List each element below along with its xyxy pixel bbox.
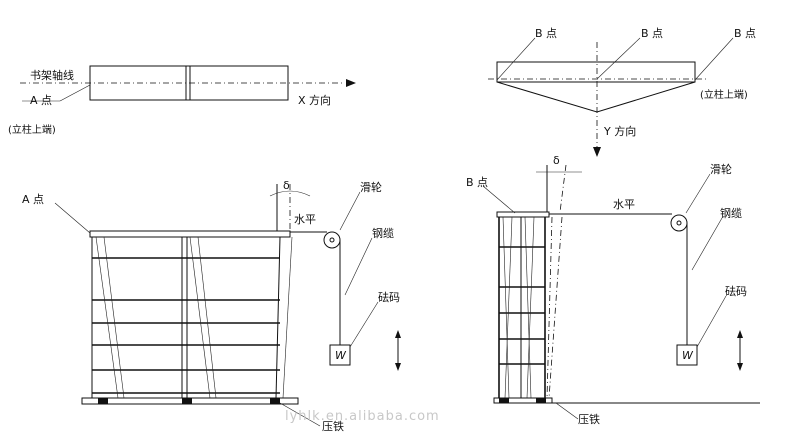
bottom-right-elevation: B 点 δ 水平 滑轮 钢缆 砝码 W 压铁: [466, 154, 760, 426]
point-b-leader-side: [482, 185, 516, 214]
press-iron-block: [270, 398, 280, 404]
weight-label: 砝码: [378, 290, 400, 304]
x-direction-label: X 方向: [298, 93, 331, 107]
top-plate: [89, 230, 291, 238]
point-b-left-label: B 点: [535, 27, 557, 40]
column: [275, 236, 281, 399]
point-a-leader: [59, 84, 91, 102]
delta-label-side: δ: [553, 154, 560, 167]
deflected-column: [103, 236, 125, 399]
side-deflected: [524, 216, 532, 399]
column-top-label: (立柱上端): [8, 123, 56, 136]
bottom-left-elevation: A 点 δ 水平 滑轮 钢缆 砝码 W 压铁: [22, 179, 401, 433]
point-b-mid-label: B 点: [641, 27, 663, 40]
point-b-right-label: B 点: [734, 27, 756, 40]
side-deflected: [548, 216, 563, 399]
side-deflected: [546, 216, 553, 399]
point-a-label-b: A 点: [22, 193, 44, 206]
side-pulley-icon: [670, 214, 688, 232]
press-iron-leader: [279, 402, 321, 427]
weight-leader: [349, 301, 379, 348]
watermark-text: lyhlk.en.alibaba.com: [285, 409, 440, 424]
side-deflected: [502, 216, 510, 399]
weight-label-side: 砝码: [725, 284, 747, 298]
side-top-plate: [496, 211, 550, 218]
arrow-up-icon: [737, 330, 743, 338]
weight-box: [329, 344, 351, 366]
press-iron-block: [536, 398, 546, 403]
press-iron-label: 压铁: [322, 420, 344, 433]
pulley-label: 滑轮: [360, 180, 382, 194]
cable-leader: [344, 237, 373, 296]
point-b-mid-leader: [596, 37, 641, 80]
arrow-down-icon: [737, 363, 743, 371]
deflected-column: [282, 236, 293, 399]
side-weight-leader: [696, 295, 727, 348]
side-cable-leader: [691, 217, 723, 271]
cable-label-side: 钢缆: [720, 207, 742, 220]
delta-arc: [269, 190, 311, 197]
shelf-axis-label: 书架轴线: [30, 68, 74, 82]
side-press-iron-leader: [555, 402, 579, 420]
arrow-up-icon: [395, 330, 401, 338]
arrow-down-icon: [395, 363, 401, 371]
x-arrow-head: [346, 79, 356, 87]
side-pulley-leader: [685, 173, 711, 214]
y-direction-label: Y 方向: [603, 124, 636, 138]
side-pulley-hub-icon: [676, 220, 682, 226]
shelf-end-rect: [496, 61, 696, 83]
pulley-hub-icon: [329, 237, 335, 243]
deflected-column: [95, 236, 119, 399]
cable-label: 钢缆: [372, 227, 394, 240]
point-a-label: A 点: [30, 94, 52, 107]
pulley-icon: [323, 231, 341, 249]
deflected-column: [189, 236, 211, 399]
point-a-leader-b: [54, 202, 91, 234]
delta-label: δ: [283, 179, 290, 192]
top-right-plan-view: B 点 B 点 B 点 (立柱上端) Y 方向: [488, 27, 756, 157]
deflection-triangle: [496, 81, 696, 113]
press-iron-block: [98, 398, 108, 404]
column-top-label-right: (立柱上端): [700, 88, 748, 101]
side-weight-box: [676, 344, 698, 366]
point-b-label-side: B 点: [466, 176, 488, 189]
deflected-column: [197, 236, 217, 399]
pulley-label-side: 滑轮: [710, 162, 732, 176]
y-arrow-head: [593, 147, 601, 157]
pulley-leader: [339, 191, 361, 231]
press-iron-block: [499, 398, 509, 403]
side-deflected: [526, 216, 535, 399]
delta-deflected-side: [559, 164, 567, 213]
horizontal-label: 水平: [294, 213, 316, 226]
press-iron-label-side: 压铁: [578, 413, 600, 426]
horizontal-label-side: 水平: [613, 198, 635, 211]
side-deflected: [504, 216, 513, 399]
weight-symbol-side: W: [682, 349, 694, 362]
top-left-plan-view: 书架轴线 A 点 (立柱上端) X 方向: [8, 65, 356, 136]
press-iron-block: [182, 398, 192, 404]
weight-symbol: W: [335, 349, 347, 362]
point-b-right-leader: [694, 37, 734, 81]
shelf-levels: [92, 257, 280, 394]
point-b-left-leader: [496, 37, 536, 81]
